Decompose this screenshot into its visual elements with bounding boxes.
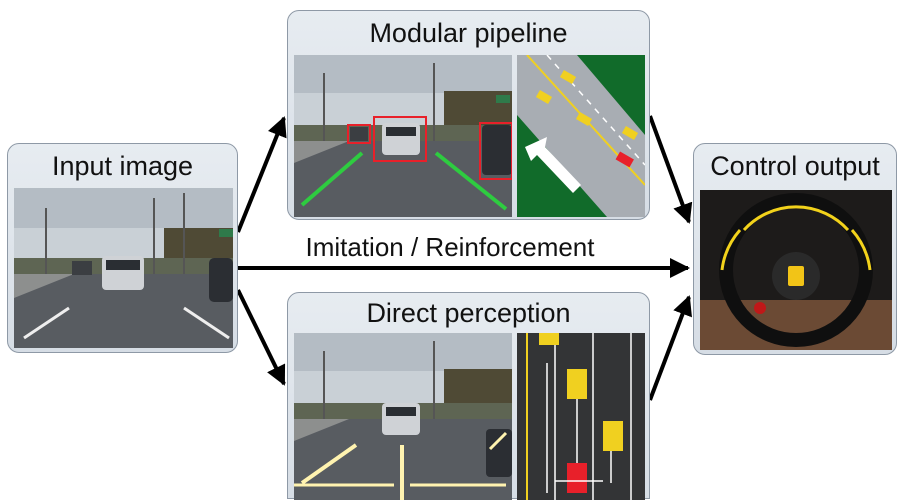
road-photo [14,188,233,348]
edge-label-imitation-reinforcement: Imitation / Reinforcement [305,232,595,262]
input-image-node: Input image [7,143,238,353]
node-title: Direct perception [366,298,571,328]
affordance-photo [294,333,512,500]
detection-photo [294,55,512,217]
direct-perception-node: Direct perception [287,292,650,500]
arrow-input-to-modular [236,116,287,233]
modular-pipeline-node: Modular pipeline [287,10,650,220]
affordance-indicators-view [517,333,645,500]
simulator-birdseye-view [517,55,645,217]
arrow-modular-to-control [648,115,693,224]
arrow-input-to-direct [236,289,286,386]
steering-wheel-photo [700,190,892,350]
node-title: Modular pipeline [369,18,568,48]
node-title: Input image [51,151,194,181]
control-output-node: Control output [693,143,897,355]
node-title: Control output [710,151,880,181]
arrow-direct-to-control [648,295,692,401]
